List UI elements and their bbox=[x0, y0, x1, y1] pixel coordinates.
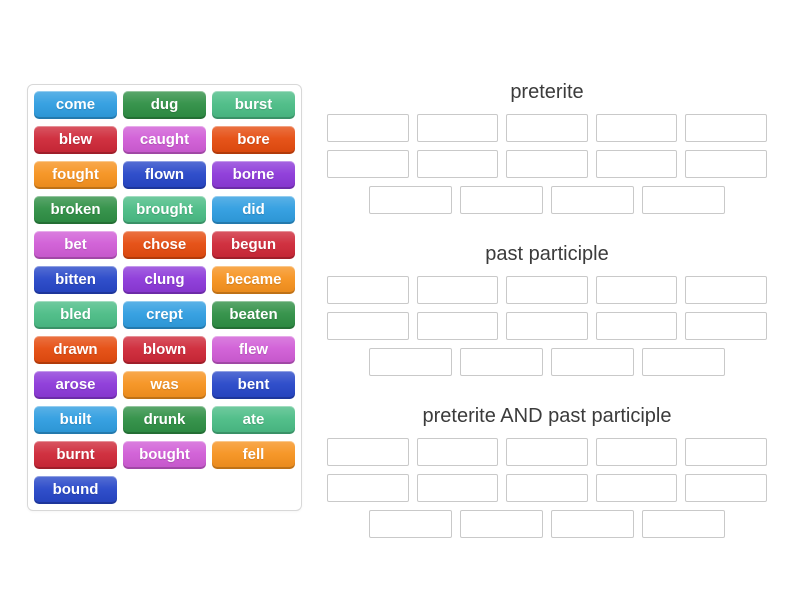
word-tile-became[interactable]: became bbox=[212, 266, 295, 294]
word-tile-chose[interactable]: chose bbox=[123, 231, 206, 259]
word-tile-fell[interactable]: fell bbox=[212, 441, 295, 469]
slot-row bbox=[327, 474, 767, 502]
group-title-preterite: preterite bbox=[510, 81, 584, 103]
drop-slot[interactable] bbox=[685, 150, 767, 178]
word-tile-flown[interactable]: flown bbox=[123, 161, 206, 189]
slot-row bbox=[327, 114, 767, 142]
word-tile-dug[interactable]: dug bbox=[123, 91, 206, 119]
word-tile-fought[interactable]: fought bbox=[34, 161, 117, 189]
drop-slot[interactable] bbox=[327, 474, 409, 502]
drop-slot[interactable] bbox=[416, 150, 499, 178]
drop-slot[interactable] bbox=[685, 312, 767, 340]
word-tile-bore[interactable]: bore bbox=[212, 126, 295, 154]
word-tile-arose[interactable]: arose bbox=[34, 371, 117, 399]
word-tile-flew[interactable]: flew bbox=[212, 336, 295, 364]
drop-slot[interactable] bbox=[327, 312, 409, 340]
word-tile-burnt[interactable]: burnt bbox=[34, 441, 117, 469]
word-tile-clung[interactable]: clung bbox=[123, 266, 206, 294]
drop-slot[interactable] bbox=[551, 186, 634, 214]
group-preterite-and-past-participle: preterite AND past participle bbox=[327, 404, 767, 546]
drop-slot[interactable] bbox=[327, 114, 409, 142]
drop-slot[interactable] bbox=[642, 186, 725, 214]
drop-slot[interactable] bbox=[416, 312, 499, 340]
word-tile-drunk[interactable]: drunk bbox=[123, 406, 206, 434]
word-tile-borne[interactable]: borne bbox=[212, 161, 295, 189]
slot-row bbox=[327, 276, 767, 304]
slot-row bbox=[327, 186, 767, 214]
drop-slot[interactable] bbox=[506, 150, 588, 178]
word-tile-drawn[interactable]: drawn bbox=[34, 336, 117, 364]
drop-slot[interactable] bbox=[506, 276, 588, 304]
drop-slot[interactable] bbox=[595, 150, 678, 178]
slot-row bbox=[327, 348, 767, 376]
word-tile-come[interactable]: come bbox=[34, 91, 117, 119]
drop-slot[interactable] bbox=[416, 438, 499, 466]
word-tile-bet[interactable]: bet bbox=[34, 231, 117, 259]
drop-slot[interactable] bbox=[595, 276, 678, 304]
word-tile-begun[interactable]: begun bbox=[212, 231, 295, 259]
group-title-preterite-and-past-participle: preterite AND past participle bbox=[422, 405, 672, 427]
drop-slot[interactable] bbox=[595, 474, 678, 502]
drop-slot[interactable] bbox=[506, 114, 588, 142]
drop-slot[interactable] bbox=[506, 438, 588, 466]
drop-slot[interactable] bbox=[685, 474, 767, 502]
drop-slot[interactable] bbox=[685, 276, 767, 304]
word-tile-bent[interactable]: bent bbox=[212, 371, 295, 399]
drop-slot[interactable] bbox=[685, 114, 767, 142]
word-tile-was[interactable]: was bbox=[123, 371, 206, 399]
drop-slot[interactable] bbox=[327, 276, 409, 304]
word-tile-bled[interactable]: bled bbox=[34, 301, 117, 329]
drop-slot[interactable] bbox=[506, 474, 588, 502]
word-tile-bound[interactable]: bound bbox=[34, 476, 117, 504]
drop-slot[interactable] bbox=[551, 510, 634, 538]
word-tile-brought[interactable]: brought bbox=[123, 196, 206, 224]
drop-slot[interactable] bbox=[416, 474, 499, 502]
word-tile-built[interactable]: built bbox=[34, 406, 117, 434]
slot-row bbox=[327, 150, 767, 178]
drop-slot[interactable] bbox=[506, 312, 588, 340]
word-tile-burst[interactable]: burst bbox=[212, 91, 295, 119]
word-tile-blew[interactable]: blew bbox=[34, 126, 117, 154]
answer-groups: preterite past participle preterite AND pa… bbox=[327, 80, 767, 566]
drop-slot[interactable] bbox=[460, 186, 543, 214]
word-tile-did[interactable]: did bbox=[212, 196, 295, 224]
drop-slot[interactable] bbox=[460, 510, 543, 538]
drop-slot[interactable] bbox=[327, 438, 409, 466]
drop-slot[interactable] bbox=[551, 348, 634, 376]
word-tile-bitten[interactable]: bitten bbox=[34, 266, 117, 294]
drop-slot[interactable] bbox=[685, 438, 767, 466]
drop-slot[interactable] bbox=[369, 510, 452, 538]
word-tile-bought[interactable]: bought bbox=[123, 441, 206, 469]
slot-row bbox=[327, 510, 767, 538]
word-tile-caught[interactable]: caught bbox=[123, 126, 206, 154]
word-tile-crept[interactable]: crept bbox=[123, 301, 206, 329]
group-preterite: preterite bbox=[327, 80, 767, 222]
word-tile-broken[interactable]: broken bbox=[34, 196, 117, 224]
drop-slot[interactable] bbox=[369, 186, 452, 214]
drop-slot[interactable] bbox=[327, 150, 409, 178]
drop-slot[interactable] bbox=[595, 114, 678, 142]
word-tile-blown[interactable]: blown bbox=[123, 336, 206, 364]
drop-slot[interactable] bbox=[416, 276, 499, 304]
drop-slot[interactable] bbox=[595, 312, 678, 340]
drop-slot[interactable] bbox=[369, 348, 452, 376]
group-title-past-participle: past participle bbox=[485, 243, 609, 265]
drop-slot[interactable] bbox=[642, 510, 725, 538]
word-tile-ate[interactable]: ate bbox=[212, 406, 295, 434]
drop-slot[interactable] bbox=[416, 114, 499, 142]
slot-row bbox=[327, 438, 767, 466]
drop-slot[interactable] bbox=[595, 438, 678, 466]
word-tile-beaten[interactable]: beaten bbox=[212, 301, 295, 329]
drop-slot[interactable] bbox=[460, 348, 543, 376]
drop-slot[interactable] bbox=[642, 348, 725, 376]
slot-row bbox=[327, 312, 767, 340]
group-past-participle: past participle bbox=[327, 242, 767, 384]
